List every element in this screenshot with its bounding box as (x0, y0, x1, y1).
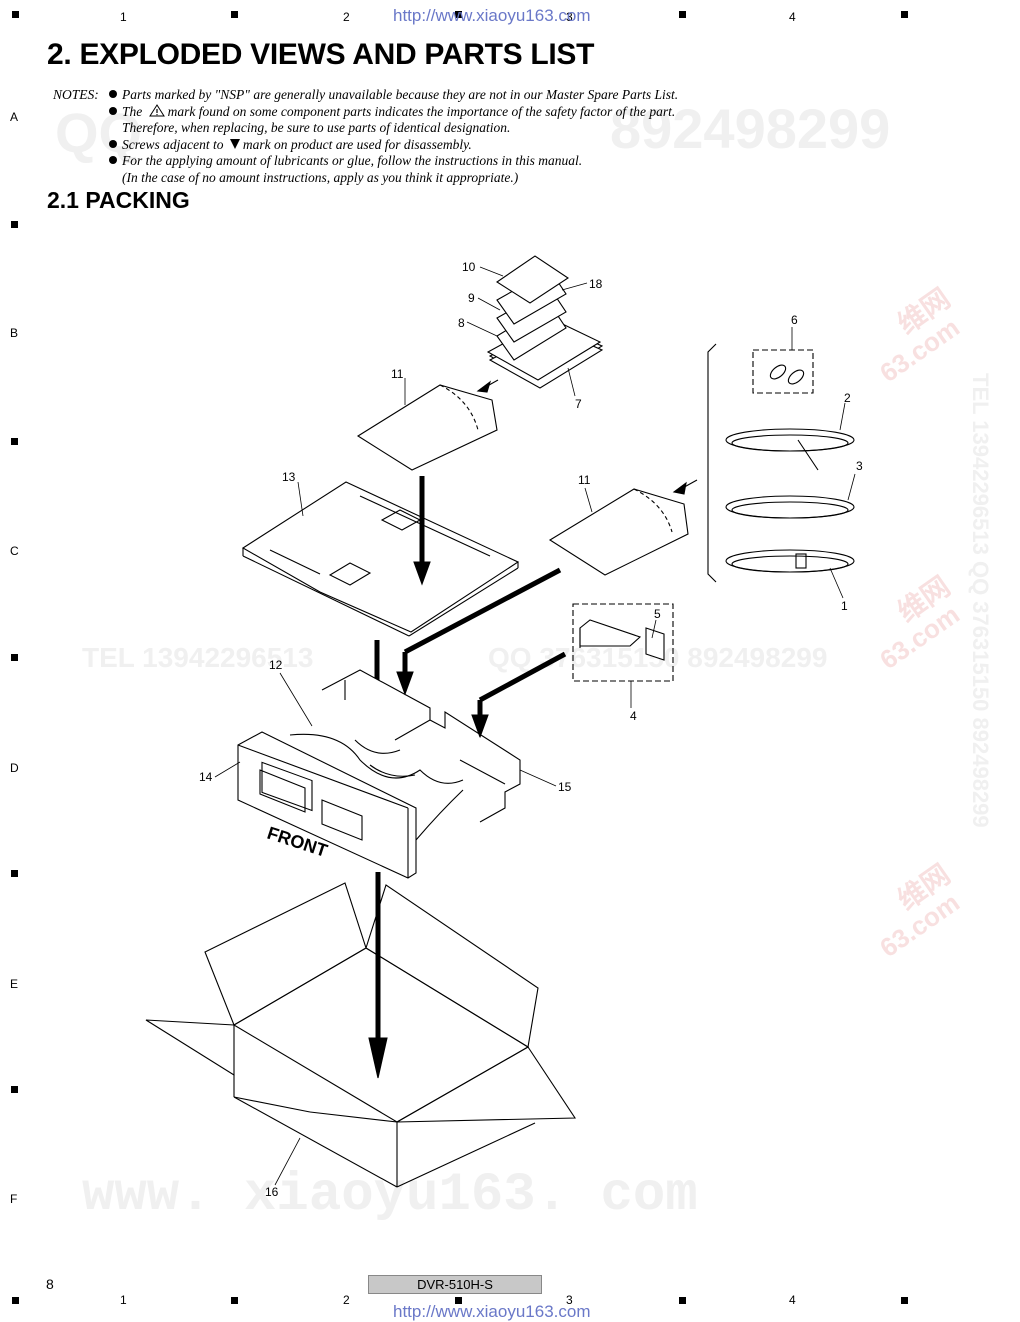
page-title: 2. EXPLODED VIEWS AND PARTS LIST (47, 38, 595, 71)
note-item: Parts marked by "NSP" are generally unav… (109, 87, 809, 104)
pad-13 (241, 481, 520, 637)
callout-8: 8 (458, 316, 465, 330)
batteries-6 (752, 349, 814, 394)
note-item: The mark found on some component parts i… (109, 104, 809, 121)
grid-marker (11, 221, 18, 228)
grid-marker (231, 1297, 238, 1304)
grid-marker (901, 1297, 908, 1304)
watermark-qq-left: QQ (55, 101, 143, 164)
callout-9: 9 (468, 291, 475, 305)
callout-1: 1 (841, 599, 848, 613)
note-text: mark on product are used for disassembly… (242, 136, 472, 152)
documents-stack (486, 255, 604, 389)
grid-marker (11, 654, 18, 661)
row-letter-d: D (10, 761, 19, 775)
callout-leaders (214, 266, 856, 1186)
bag-11-left (356, 379, 499, 471)
callout-7: 7 (575, 397, 582, 411)
grid-marker (679, 1297, 686, 1304)
cable-3 (725, 495, 855, 519)
row-letter-b: B (10, 326, 19, 340)
grid-marker (11, 870, 18, 877)
callout-14: 14 (199, 770, 213, 784)
callout-6: 6 (791, 313, 798, 327)
footer-col-1: 1 (120, 1293, 127, 1307)
footer-col-4: 4 (789, 1293, 796, 1307)
header-url[interactable]: http://www.xiaoyu163.com (393, 6, 591, 25)
bullet-icon (109, 156, 117, 164)
watermark-site: www. xiaoyu163. com (82, 1165, 698, 1226)
callout-12: 12 (269, 658, 283, 672)
footer-col-3: 3 (566, 1293, 573, 1307)
note-item: Screws adjacent to mark on product are u… (109, 137, 809, 154)
power-cord-1 (725, 549, 855, 573)
callout-18: 18 (589, 277, 603, 291)
grid-col-2: 2 (343, 10, 350, 24)
grid-marker (901, 11, 908, 18)
notes-list: Parts marked by "NSP" are generally unav… (109, 87, 809, 186)
callout-15: 15 (558, 780, 572, 794)
note-item-continued: (In the case of no amount instructions, … (109, 170, 809, 187)
callout-5: 5 (654, 607, 661, 621)
note-text: For the applying amount of lubricants or… (122, 153, 583, 168)
row-letter-c: C (10, 544, 19, 558)
model-label: DVR-510H-S (368, 1275, 542, 1294)
callout-10: 10 (462, 260, 476, 274)
accessory-bracket (707, 343, 717, 583)
note-item-continued: Therefore, when replacing, be sure to us… (109, 120, 809, 137)
row-letter-f: F (10, 1192, 18, 1206)
carton-16 (145, 882, 577, 1188)
down-triangle-icon (229, 138, 240, 149)
note-text: Therefore, when replacing, be sure to us… (122, 120, 511, 135)
grid-marker (231, 11, 238, 18)
bullet-icon (109, 139, 117, 148)
note-text: Screws adjacent to (122, 136, 224, 152)
note-item: For the applying amount of lubricants or… (109, 153, 809, 170)
section-title: 2.1 PACKING (47, 187, 190, 213)
footer-url[interactable]: http://www.xiaoyu163.com (393, 1302, 591, 1321)
grid-marker (679, 11, 686, 18)
arrow-to-cushion-2 (471, 651, 567, 739)
grid-col-4: 4 (789, 10, 796, 24)
grid-marker (455, 11, 462, 18)
callout-13: 13 (282, 470, 296, 484)
bullet-icon (109, 90, 117, 98)
watermark-qq-right: 892498299 (610, 97, 891, 160)
grid-col-3: 3 (566, 10, 573, 24)
callout-11-right: 11 (578, 473, 591, 487)
grid-marker (12, 11, 19, 18)
callout-4: 4 (630, 709, 637, 723)
warning-triangle-icon (148, 103, 165, 116)
arrow-into-box (368, 872, 388, 1079)
page-number: 8 (46, 1276, 54, 1292)
note-text: (In the case of no amount instructions, … (122, 169, 519, 185)
grid-col-1: 1 (120, 10, 127, 24)
watermark-tel: TEL 13942296513 (82, 642, 314, 673)
footer-col-2: 2 (343, 1293, 350, 1307)
note-text: The (122, 103, 143, 119)
notes-label: NOTES: (53, 87, 99, 102)
grid-marker (11, 438, 18, 445)
callout-3: 3 (856, 459, 863, 473)
arrow-down-1 (413, 476, 431, 586)
note-text: Parts marked by "NSP" are generally unav… (122, 87, 679, 102)
callout-16: 16 (265, 1185, 279, 1199)
callout-2: 2 (844, 391, 851, 405)
cable-2 (725, 428, 855, 471)
bullet-icon (109, 106, 117, 115)
row-letter-a: A (10, 110, 19, 124)
grid-marker (12, 1297, 19, 1304)
bag-11-right (548, 479, 698, 576)
grid-marker (11, 1086, 18, 1093)
grid-marker (455, 1297, 462, 1304)
note-text: mark found on some component parts indic… (167, 103, 676, 119)
arrow-to-cushion-1 (396, 567, 562, 696)
row-letter-e: E (10, 977, 19, 991)
cushion-assembly (237, 669, 521, 879)
remote-box-4 (572, 603, 674, 682)
callout-11-left: 11 (391, 367, 404, 381)
